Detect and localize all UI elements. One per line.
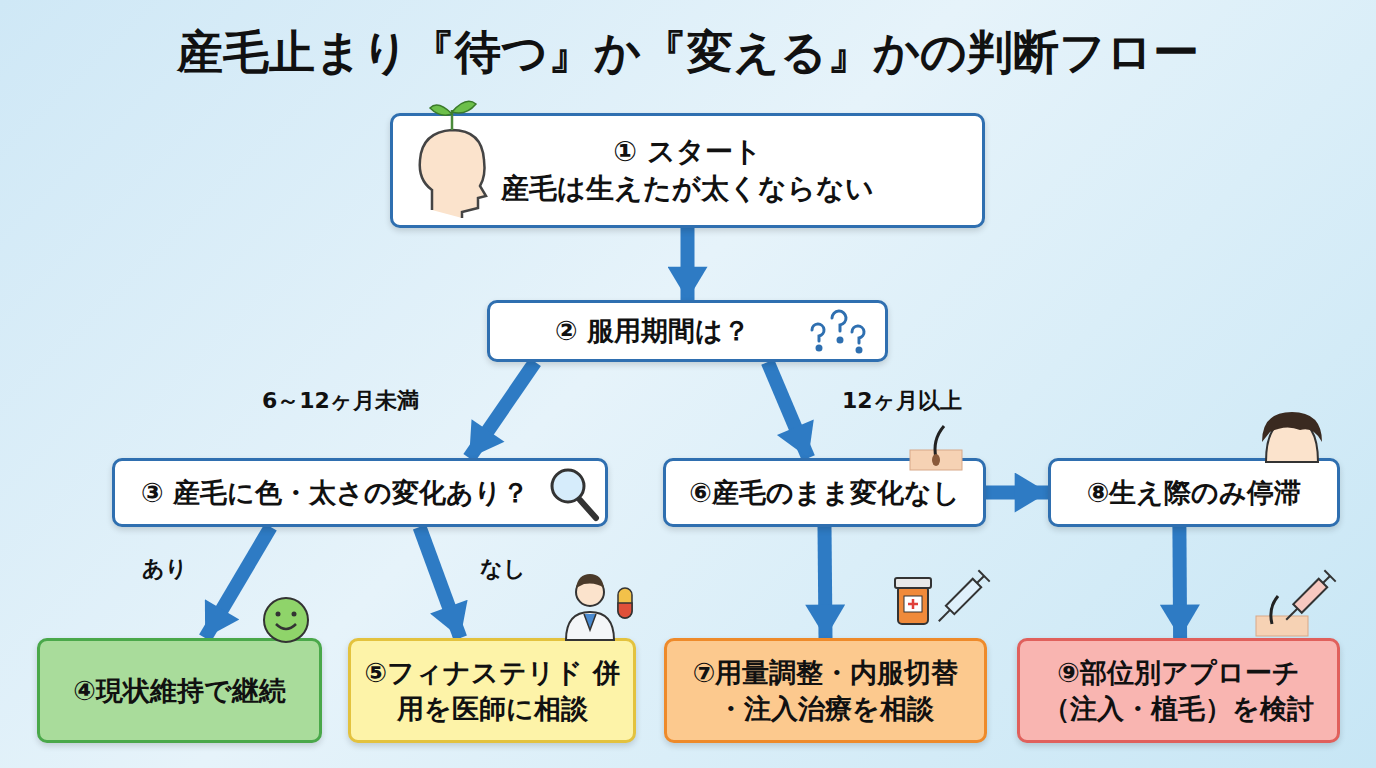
flow-arrow: [681, 228, 695, 300]
process-box: ① スタート産毛は生えたが太くならない: [390, 113, 985, 228]
flow-arrow: [986, 486, 1048, 500]
flow-arrow: [825, 527, 826, 638]
process-box: ⑦用量調整・内服切替 ・注入治療を相談: [664, 638, 987, 743]
doctor-icon: [566, 574, 632, 640]
process-box: ⑧生え際のみ停滞: [1048, 458, 1340, 527]
box-heading: ① スタート: [613, 134, 761, 170]
branch-label: なし: [480, 554, 526, 584]
flow-arrow: [768, 362, 809, 458]
box-text: ⑤フィナステリド 併用を医師に相談: [361, 655, 623, 725]
box-text: 産毛は生えたが太くならない: [501, 171, 874, 207]
box-text: ⑨部位別アプローチ （注入・植毛）を検討: [1028, 655, 1329, 725]
box-text: ④現状維持で継続: [73, 673, 286, 708]
box-text: ⑧生え際のみ停滞: [1087, 475, 1302, 510]
flow-arrow: [469, 362, 535, 458]
process-box: ⑨部位別アプローチ （注入・植毛）を検討: [1017, 638, 1340, 743]
box-text: ② 服用期間は？: [555, 313, 750, 348]
process-box: ③ 産毛に色・太さの変化あり？: [112, 458, 608, 527]
injection-icon: [1256, 570, 1336, 636]
person-icon: [1262, 412, 1322, 462]
branch-label: あり: [142, 554, 188, 584]
process-box: ② 服用期間は？: [487, 300, 888, 362]
flow-arrow: [420, 527, 461, 638]
smiley-icon: [264, 598, 308, 642]
flow-arrow: [205, 527, 271, 638]
branch-label: 6～12ヶ月未満: [262, 386, 419, 416]
box-text: ③ 産毛に色・太さの変化あり？: [141, 475, 529, 510]
process-box: ⑥産毛のまま変化なし: [663, 458, 986, 527]
diagram-title: 産毛止まり『待つ』か『変える』かの判断フロー: [0, 22, 1376, 84]
medicine-icon: [895, 570, 990, 627]
flow-arrow: [1172, 527, 1187, 638]
box-text: ⑦用量調整・内服切替 ・注入治療を相談: [675, 655, 976, 725]
box-text: ⑥産毛のまま変化なし: [689, 475, 960, 510]
process-box: ④現状維持で継続: [37, 638, 322, 743]
branch-label: 12ヶ月以上: [842, 386, 962, 416]
process-box: ⑤フィナステリド 併用を医師に相談: [348, 638, 636, 743]
